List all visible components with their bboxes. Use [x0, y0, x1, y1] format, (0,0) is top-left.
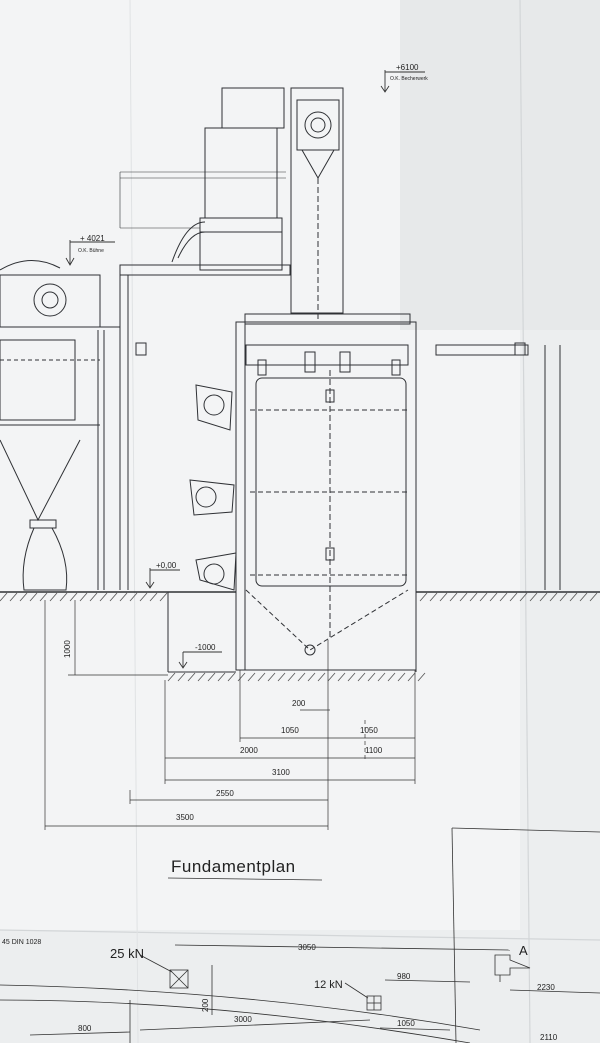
separator-housing: [171, 127, 283, 271]
dim-1050-right: 1050: [360, 726, 378, 735]
dim-3100: 3100: [272, 768, 290, 777]
dim-2550: 2550: [216, 789, 234, 798]
level-pit-value: -1000: [195, 643, 216, 652]
title-underline: [167, 877, 323, 881]
dust-collector: [0, 259, 120, 591]
foundation-plan: [0, 827, 600, 1043]
plan-dim-1050: 1050: [397, 1019, 415, 1028]
dim-2000: 2000: [240, 746, 258, 755]
plan-load-left: 25 kN: [110, 946, 144, 961]
machine-elevation: [0, 87, 600, 673]
plan-dim-3000: 3000: [234, 1015, 252, 1024]
plan-dim-200-vertical: 200: [201, 998, 210, 1012]
dimension-lines: [44, 600, 416, 830]
section-title: Fundamentplan: [171, 857, 296, 876]
plan-dim-2110: 2110: [540, 1033, 558, 1042]
dim-1100: 1100: [365, 746, 383, 755]
plan-section-marker: A: [519, 943, 528, 958]
dim-pit-depth: 1000: [63, 640, 72, 658]
dim-3500: 3500: [176, 813, 194, 822]
plan-dim-2230: 2230: [537, 983, 555, 992]
plan-dim-980: 980: [397, 972, 411, 981]
dim-1050-left: 1050: [281, 726, 299, 735]
soil-hatching: [0, 592, 598, 682]
dim-200: 200: [292, 699, 306, 708]
plan-load-right: 12 kN: [314, 979, 343, 991]
level-ground-value: +0,00: [156, 561, 177, 570]
ground-line: [0, 591, 600, 673]
plan-dim-800: 800: [78, 1024, 92, 1033]
level-roof-note: O.K. Bühne: [78, 248, 104, 254]
level-markers: [65, 70, 425, 669]
upper-dimension-lines: [119, 171, 286, 229]
level-top-note: O.K. Becherwerk: [390, 76, 428, 82]
level-top-value: +6100: [396, 63, 419, 72]
side-conveyor: [135, 313, 561, 590]
blast-chamber: [235, 321, 417, 671]
level-roof-value: + 4021: [80, 234, 105, 243]
blast-turbines: [189, 384, 237, 591]
plan-dim-3050: 3050: [298, 943, 316, 952]
plan-norm-ref: 45 DIN 1028: [2, 939, 41, 946]
